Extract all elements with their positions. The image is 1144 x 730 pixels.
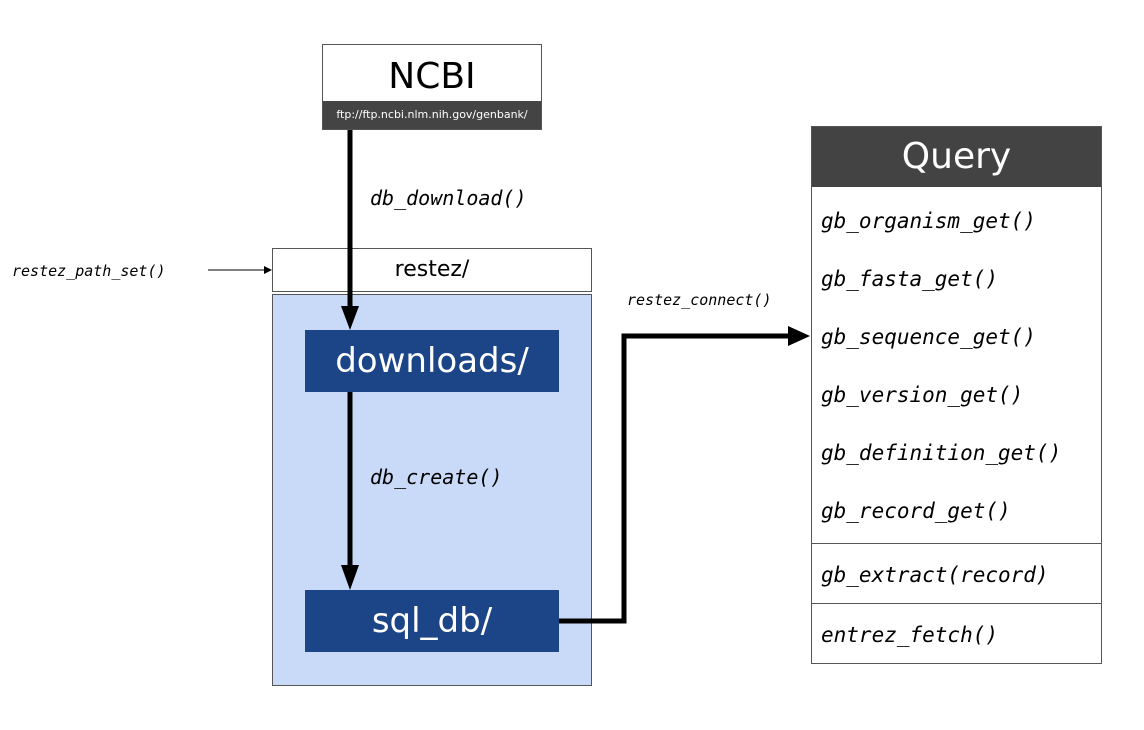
- download-arrow: [341, 130, 359, 330]
- query-fn-fasta: gb_fasta_get(): [821, 267, 999, 291]
- query-divider: [812, 543, 1101, 544]
- ncbi-box: NCBI ftp://ftp.ncbi.nlm.nih.gov/genbank/: [322, 44, 542, 130]
- query-title: Query: [812, 127, 1101, 187]
- ncbi-title: NCBI: [388, 56, 476, 97]
- connect-arrow: [559, 326, 810, 624]
- query-fn-version: gb_version_get(): [821, 383, 1024, 407]
- restez-dir-box: restez/: [272, 248, 592, 292]
- query-box: Query gb_organism_get() gb_fasta_get() g…: [811, 126, 1102, 664]
- ncbi-url: ftp://ftp.ncbi.nlm.nih.gov/genbank/: [323, 101, 541, 129]
- downloads-dir-box: downloads/: [305, 330, 559, 392]
- query-fn-extract: gb_extract(record): [821, 563, 1049, 587]
- query-fn-organism: gb_organism_get(): [821, 209, 1036, 233]
- query-fn-definition: gb_definition_get(): [821, 441, 1062, 465]
- db-download-label: db_download(): [370, 186, 527, 210]
- query-divider: [812, 603, 1101, 604]
- db-create-label: db_create(): [370, 465, 503, 489]
- query-fn-sequence: gb_sequence_get(): [821, 325, 1036, 349]
- restez-connect-label: restez_connect(): [627, 291, 772, 309]
- restez-path-set-label: restez_path_set(): [12, 262, 166, 280]
- path-set-arrow: [208, 266, 272, 274]
- query-fn-record: gb_record_get(): [821, 499, 1011, 523]
- query-fn-entrez: entrez_fetch(): [821, 623, 999, 647]
- create-arrow: [341, 392, 359, 590]
- sqldb-dir-box: sql_db/: [305, 590, 559, 652]
